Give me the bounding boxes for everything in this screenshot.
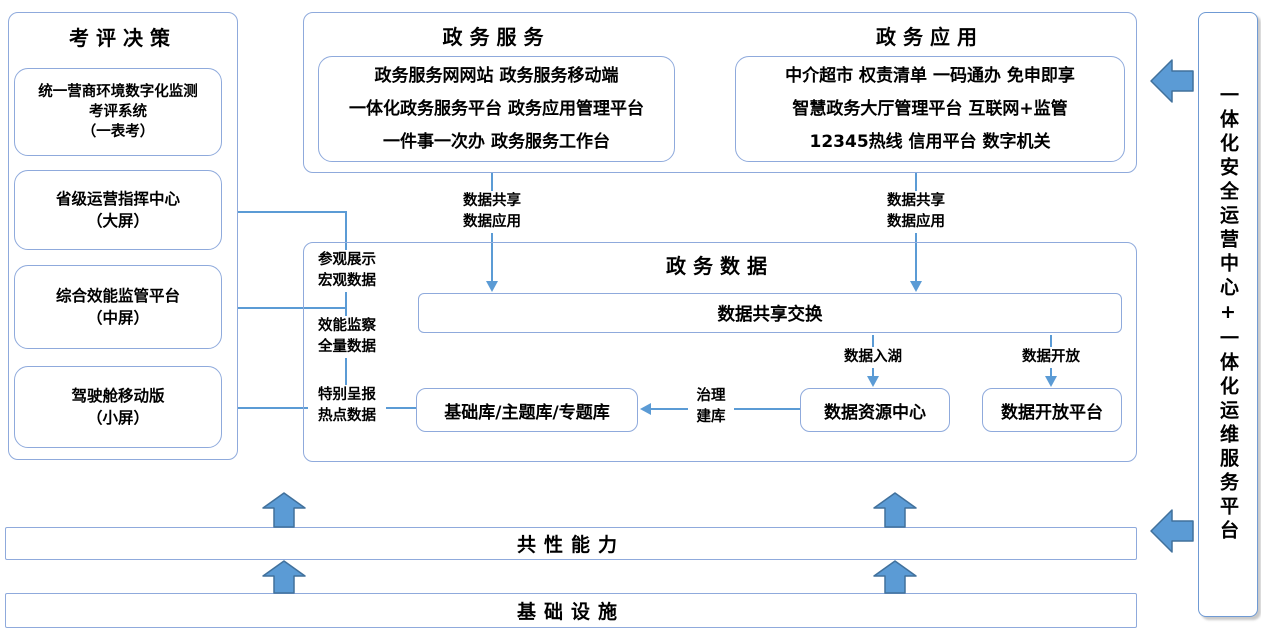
services-line1: 政务服务网网站 政务服务移动端: [374, 65, 619, 86]
share-left-line2: 数据应用: [463, 214, 521, 230]
data-panel: [303, 242, 1137, 462]
share-left-line1: 数据共享: [463, 193, 521, 209]
services-line2: 一体化政务服务平台 政务应用管理平台: [349, 98, 644, 119]
special-report-label: 特别呈报 热点数据: [308, 385, 386, 427]
performance-line1: 综合效能监管平台: [55, 287, 180, 305]
data-open-label: 数据开放: [1011, 347, 1091, 368]
govern-line2: 建库: [696, 409, 726, 425]
ops-panel-text: 一体化安全运营中心+一体化运维服务平台: [1217, 85, 1239, 544]
services-line3: 一件事一次办 政务服务工作台: [383, 131, 610, 152]
exchange-bar: 数据共享交换: [418, 293, 1122, 333]
arrowhead-govern-build: [640, 403, 651, 415]
command-center-line2: （大屏）: [86, 212, 149, 230]
capability-bar: 共性能力: [5, 527, 1137, 560]
data-resource-center-label: 数据资源中心: [824, 402, 926, 423]
data-open-platform-label: 数据开放平台: [1001, 402, 1103, 423]
visit-line2: 宏观数据: [318, 273, 376, 289]
ops-panel: 一体化安全运营中心+一体化运维服务平台: [1198, 12, 1258, 617]
performance-supervision-box: 综合效能监管平台 （中屏）: [14, 265, 222, 349]
monitoring-system-line3: （一表考）: [81, 124, 155, 140]
share-right-line1: 数据共享: [887, 193, 945, 209]
data-open-platform-box: 数据开放平台: [982, 388, 1122, 432]
data-lake-label: 数据入湖: [833, 347, 913, 368]
applications-title: 政务应用: [876, 25, 984, 49]
share-right-line2: 数据应用: [887, 214, 945, 230]
applications-box: 中介超市 权责清单 一码通办 免申即享 智慧政务大厅管理平台 互联网+监管 12…: [735, 56, 1125, 162]
provincial-command-center-box: 省级运营指挥中心 （大屏）: [14, 170, 222, 250]
cockpit-line1: 驾驶舱移动版: [71, 387, 165, 405]
performance-line2: （中屏）: [86, 309, 149, 327]
efficiency-label: 效能监察 全量数据: [308, 316, 386, 358]
evaluation-title: 考评决策: [69, 26, 177, 50]
efficiency-line1: 效能监察: [318, 318, 376, 334]
monitoring-system-line1: 统一营商环境数字化监测: [38, 84, 198, 100]
capability-bar-label: 共性能力: [516, 534, 625, 556]
applications-line1: 中介超市 权责清单 一码通办 免申即享: [785, 65, 1075, 86]
fat-up-arrow-capability-right: [873, 492, 917, 528]
mobile-cockpit-box: 驾驶舱移动版 （小屏）: [14, 366, 222, 448]
fat-arrow-left-top: [1150, 59, 1194, 103]
connector-vertical-bus: [345, 211, 347, 409]
data-title: 政务数据: [666, 254, 774, 278]
fat-arrow-left-bottom: [1150, 509, 1194, 553]
visit-display-label: 参观展示 宏观数据: [308, 250, 386, 292]
share-apply-label-left: 数据共享 数据应用: [452, 191, 532, 233]
govern-build-label: 治理 建库: [688, 386, 734, 428]
services-box: 政务服务网网站 政务服务移动端 一体化政务服务平台 政务应用管理平台 一件事一次…: [318, 56, 675, 162]
data-resource-center-box: 数据资源中心: [800, 388, 950, 432]
fat-up-arrow-infra-left: [262, 560, 306, 594]
govern-line1: 治理: [696, 388, 726, 404]
arrowhead-data-open: [1045, 376, 1057, 387]
arrowhead-down-exchange-right: [910, 281, 922, 292]
special-line2: 热点数据: [318, 408, 376, 424]
efficiency-line2: 全量数据: [318, 339, 376, 355]
infrastructure-bar-label: 基础设施: [516, 601, 625, 623]
services-title: 政务服务: [442, 25, 551, 49]
base-library-label: 基础库/主题库/专题库: [444, 402, 610, 423]
connector-to-midscreen: [230, 307, 347, 309]
arrowhead-data-lake: [867, 376, 879, 387]
special-line1: 特别呈报: [318, 387, 376, 403]
monitoring-system-line2: 考评系统: [89, 104, 147, 120]
command-center-line1: 省级运营指挥中心: [55, 190, 180, 208]
visit-line1: 参观展示: [318, 252, 376, 268]
fat-up-arrow-infra-right: [873, 560, 917, 594]
base-library-box: 基础库/主题库/专题库: [416, 388, 638, 432]
monitoring-system-box: 统一营商环境数字化监测 考评系统 （一表考）: [14, 68, 222, 156]
exchange-bar-label: 数据共享交换: [717, 304, 823, 325]
applications-line2: 智慧政务大厅管理平台 互联网+监管: [792, 98, 1068, 119]
applications-line3: 12345热线 信用平台 数字机关: [809, 131, 1051, 152]
share-apply-label-right: 数据共享 数据应用: [876, 191, 956, 233]
infrastructure-bar: 基础设施: [5, 593, 1137, 628]
cockpit-line2: （小屏）: [86, 409, 149, 427]
fat-up-arrow-capability-left: [262, 492, 306, 528]
arrowhead-down-exchange-left: [486, 281, 498, 292]
connector-to-bigscreen: [230, 211, 347, 213]
